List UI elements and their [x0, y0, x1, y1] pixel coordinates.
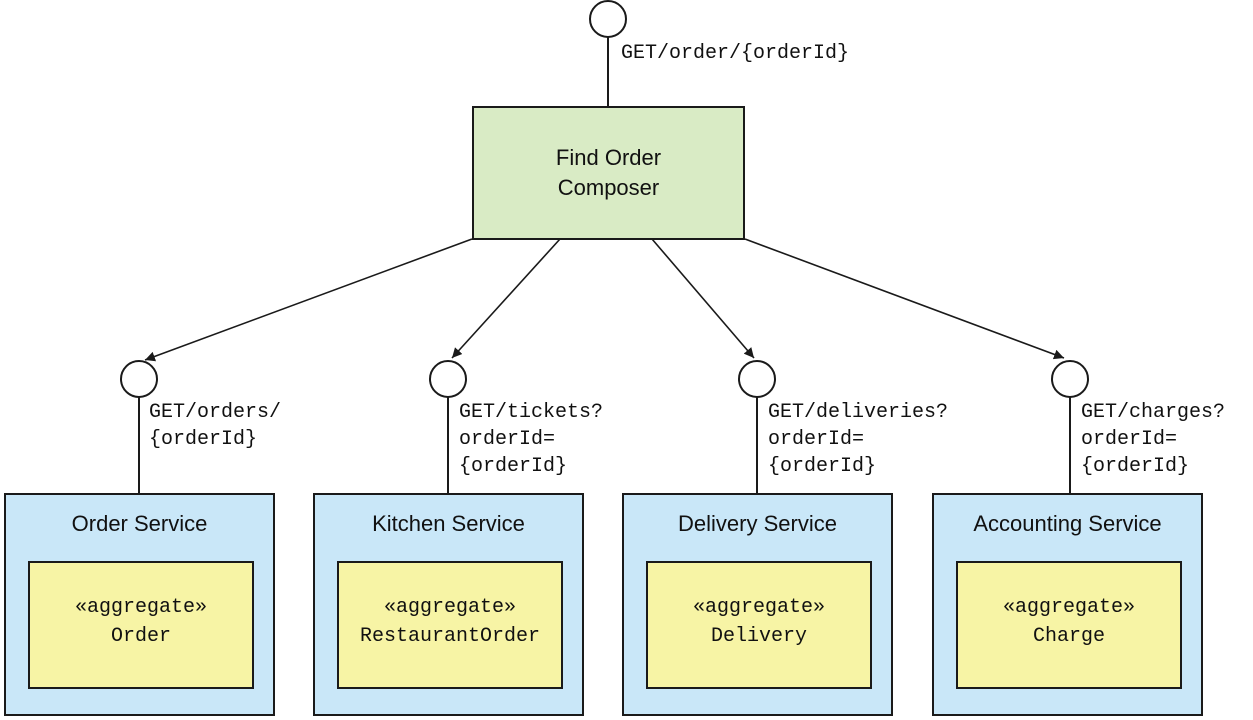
endpoint-line: {orderId} — [768, 455, 877, 478]
aggregate-stereotype: «aggregate» — [74, 596, 208, 619]
composer-interface-circle — [589, 0, 627, 38]
find-order-composer[interactable]: Find Order Composer — [472, 106, 745, 240]
delivery-service-box[interactable]: Delivery Service «aggregate» Delivery — [622, 493, 893, 716]
aggregate-name: Charge — [1032, 625, 1105, 648]
delivery-service-endpoint-label: GET/deliveries? orderId= {orderId} — [768, 399, 948, 480]
service-name: Accounting Service — [973, 511, 1162, 536]
endpoint-line: orderId= — [459, 428, 556, 451]
aggregate-box[interactable]: «aggregate» Order — [28, 561, 254, 689]
endpoint-line: GET/charges? — [1081, 401, 1226, 424]
endpoint-line: GET/tickets? — [459, 401, 604, 424]
aggregate-stereotype: «aggregate» — [692, 596, 826, 619]
order-service-interface-circle — [120, 360, 158, 398]
arrow-to-order-service — [144, 238, 473, 362]
aggregate-name: RestaurantOrder — [359, 625, 541, 648]
arrow-to-accounting-service — [744, 238, 1065, 360]
endpoint-line: {orderId} — [459, 455, 568, 478]
kitchen-service-endpoint-label: GET/tickets? orderId= {orderId} — [459, 399, 603, 480]
kitchen-service-interface-circle — [429, 360, 467, 398]
endpoint-line: {orderId} — [149, 428, 258, 451]
aggregate-stereotype: «aggregate» — [1002, 596, 1136, 619]
endpoint-line: orderId= — [768, 428, 865, 451]
order-service-endpoint-label: GET/orders/ {orderId} — [149, 399, 281, 453]
endpoint-line: orderId= — [1081, 428, 1178, 451]
composer-endpoint-label: GET/order/{orderId} — [621, 42, 850, 65]
arrow-to-delivery-service — [651, 238, 755, 359]
aggregate-name: Order — [110, 625, 171, 648]
endpoint-line: GET/deliveries? — [768, 401, 949, 424]
accounting-service-interface-circle — [1051, 360, 1089, 398]
aggregate-stereotype: «aggregate» — [383, 596, 517, 619]
order-service-box[interactable]: Order Service «aggregate» Order — [4, 493, 275, 716]
accounting-service-endpoint-label: GET/charges? orderId= {orderId} — [1081, 399, 1225, 480]
aggregate-box[interactable]: «aggregate» Charge — [956, 561, 1182, 689]
endpoint-line: GET/orders/ — [149, 401, 282, 424]
service-name: Kitchen Service — [372, 511, 525, 536]
composer-title: Find Order Composer — [555, 145, 662, 200]
aggregate-box[interactable]: «aggregate» Delivery — [646, 561, 872, 689]
service-name: Delivery Service — [678, 511, 837, 536]
kitchen-service-box[interactable]: Kitchen Service «aggregate» RestaurantOr… — [313, 493, 584, 716]
aggregate-name: Delivery — [710, 625, 807, 648]
aggregate-box[interactable]: «aggregate» RestaurantOrder — [337, 561, 563, 689]
accounting-service-box[interactable]: Accounting Service «aggregate» Charge — [932, 493, 1203, 716]
service-name: Order Service — [71, 511, 208, 536]
delivery-service-interface-circle — [738, 360, 776, 398]
arrow-to-kitchen-service — [451, 238, 561, 359]
endpoint-line: {orderId} — [1081, 455, 1190, 478]
